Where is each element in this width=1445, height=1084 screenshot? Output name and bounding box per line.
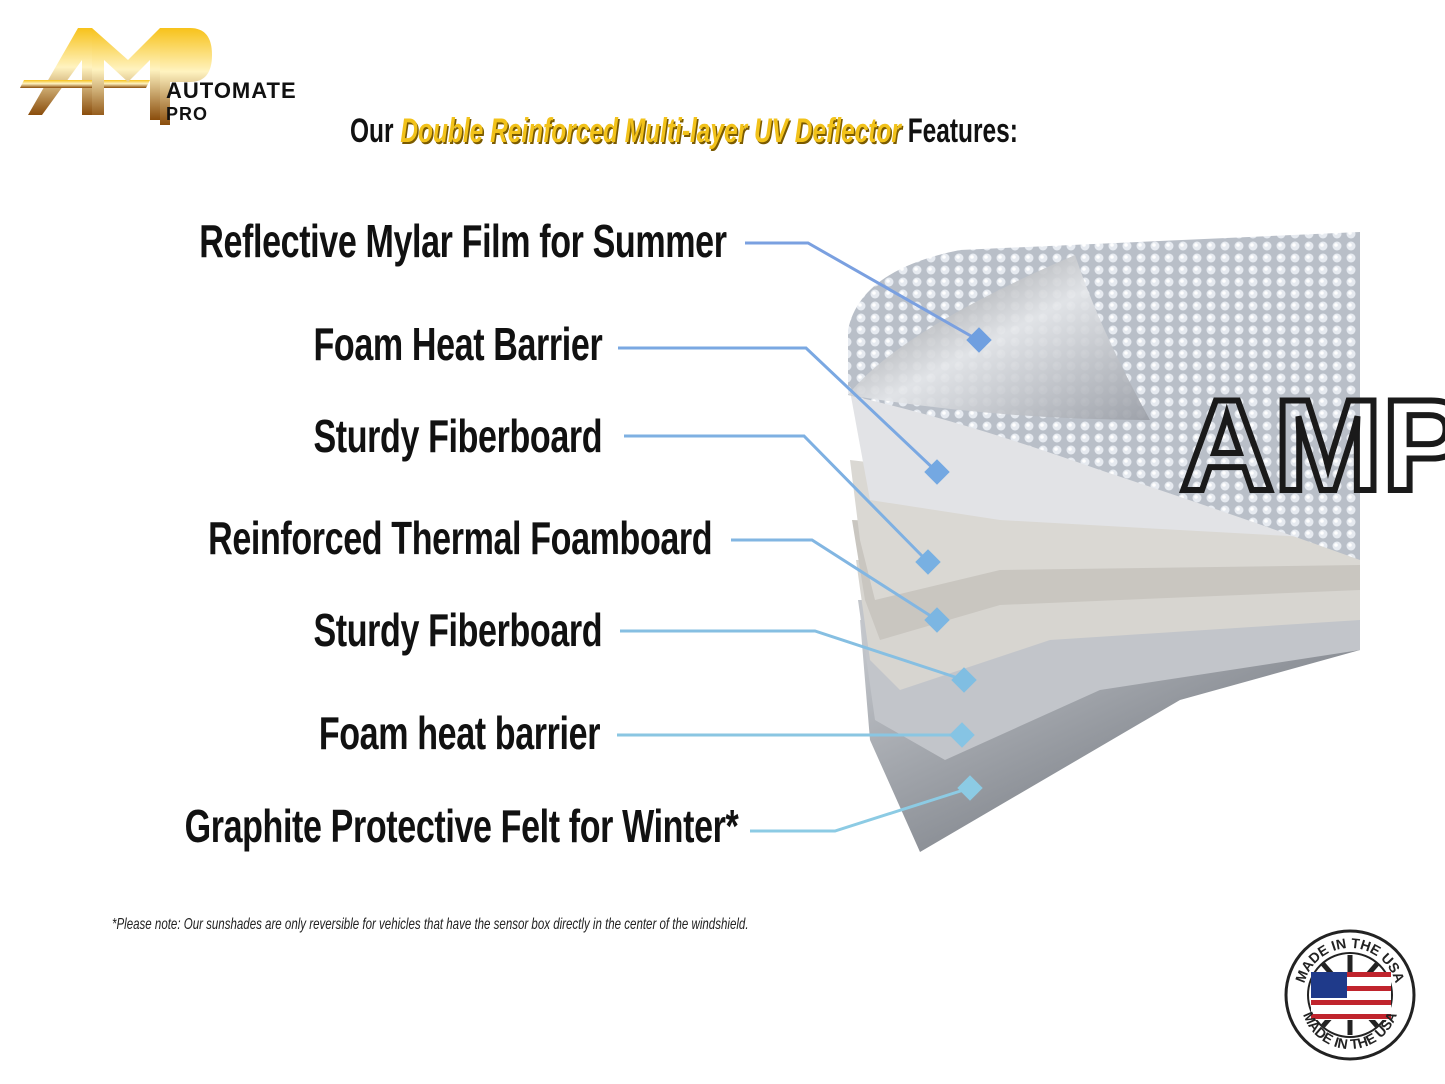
us-flag-icon <box>1311 972 1391 1020</box>
title-suffix: Features: <box>907 112 1018 150</box>
brand-name-line1: AUTOMATE <box>166 78 297 103</box>
callout-line-7 <box>750 786 971 833</box>
footnote: *Please note: Our sunshades are only rev… <box>112 916 749 933</box>
callout-marker-7 <box>957 775 983 801</box>
layer-label-foam-heat-barrier-2: Foam heat barrier <box>318 707 601 759</box>
page-title: Our Double Reinforced Multi-layer UV Def… <box>350 112 1018 151</box>
layer-label-foam-heat-barrier: Foam Heat Barrier <box>313 318 602 370</box>
brand-logo: AUTOMATE PRO <box>20 20 320 130</box>
callout-marker-1 <box>966 327 992 353</box>
amp-monogram-logo <box>20 28 212 125</box>
brand-name-line2: PRO <box>166 104 209 124</box>
callout-marker-5 <box>951 667 977 693</box>
title-prefix: Our <box>350 112 394 150</box>
layer-label-graphite-felt: Graphite Protective Felt for Winter* <box>184 800 738 852</box>
made-in-usa-badge: MADE IN THE USA MADE IN THE USA <box>1284 929 1416 1061</box>
callout-marker-2 <box>924 459 950 485</box>
title-highlight: Double Reinforced Multi-layer UV Deflect… <box>400 112 901 150</box>
amp-print-logo: AMP <box>1180 372 1445 518</box>
layer-label-thermal-foamboard: Reinforced Thermal Foamboard <box>207 512 712 564</box>
mylar-curl <box>848 255 1150 420</box>
callout-marker-6 <box>949 722 975 748</box>
callout-marker-4 <box>924 607 950 633</box>
callout-line-3 <box>624 434 930 564</box>
layer-label-sturdy-fiberboard-1: Sturdy Fiberboard <box>313 410 602 462</box>
callout-line-5 <box>620 629 965 682</box>
layer-label-sturdy-fiberboard-2: Sturdy Fiberboard <box>313 604 602 656</box>
layer-label-reflective-mylar: Reflective Mylar Film for Summer <box>199 215 728 267</box>
callout-line-2 <box>618 346 939 474</box>
callout-marker-3 <box>915 549 941 575</box>
callout-line-4 <box>731 538 938 622</box>
callout-line-1 <box>745 241 979 342</box>
